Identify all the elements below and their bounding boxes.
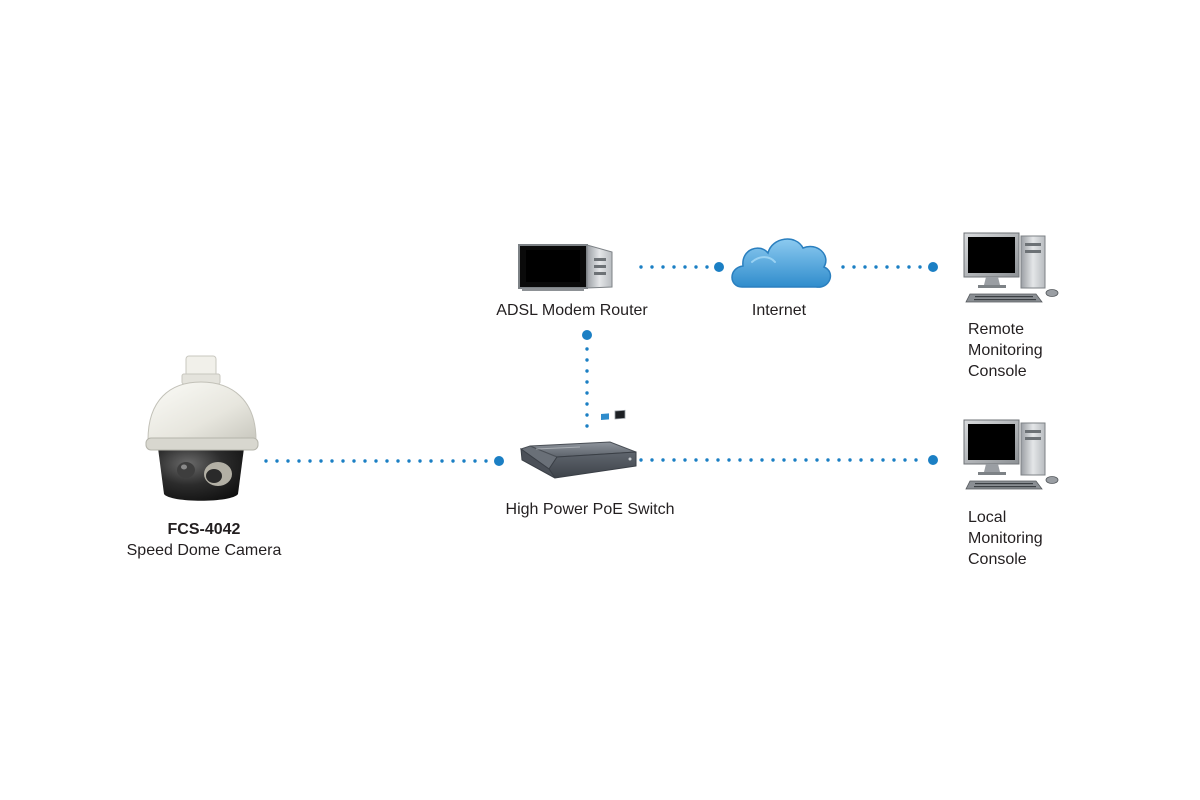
- switch-label: High Power PoE Switch: [505, 501, 675, 518]
- link-endpoint-dot: [928, 262, 938, 272]
- poe-switch-icon: [519, 409, 637, 479]
- remote-console-label-line2: Monitoring: [968, 342, 1043, 359]
- cloud-icon: [731, 238, 832, 288]
- router-label: ADSL Modem Router: [496, 302, 648, 319]
- link-camera-switch: [264, 456, 504, 466]
- link-endpoint-dot: [494, 456, 504, 466]
- link-switch-local: [639, 455, 938, 465]
- internet-label: Internet: [751, 302, 807, 319]
- camera-model-label: FCS-4042: [167, 521, 241, 538]
- local-console-label: Local Monitoring Console: [968, 507, 1043, 570]
- link-internet-remote: [841, 262, 938, 272]
- remote-console-label: Remote Monitoring Console: [968, 319, 1043, 382]
- link-switch-router: [582, 330, 592, 428]
- camera-description-label: Speed Dome Camera: [126, 542, 282, 559]
- remote-console-label-line3: Console: [968, 363, 1027, 380]
- link-endpoint-dot: [582, 330, 592, 340]
- remote-console-icon: [963, 232, 1059, 303]
- connection-lines: [264, 262, 938, 466]
- modem-router-icon: [518, 244, 613, 291]
- local-console-icon: [963, 419, 1059, 490]
- link-endpoint-dot: [928, 455, 938, 465]
- link-router-internet: [639, 262, 724, 272]
- link-endpoint-dot: [714, 262, 724, 272]
- local-console-label-line2: Monitoring: [968, 530, 1043, 547]
- local-console-label-line3: Console: [968, 551, 1027, 568]
- camera-label: FCS-4042 Speed Dome Camera: [127, 519, 282, 561]
- speed-dome-camera-icon: [145, 355, 259, 501]
- remote-console-label-line1: Remote: [968, 321, 1025, 338]
- local-console-label-line1: Local: [968, 509, 1007, 526]
